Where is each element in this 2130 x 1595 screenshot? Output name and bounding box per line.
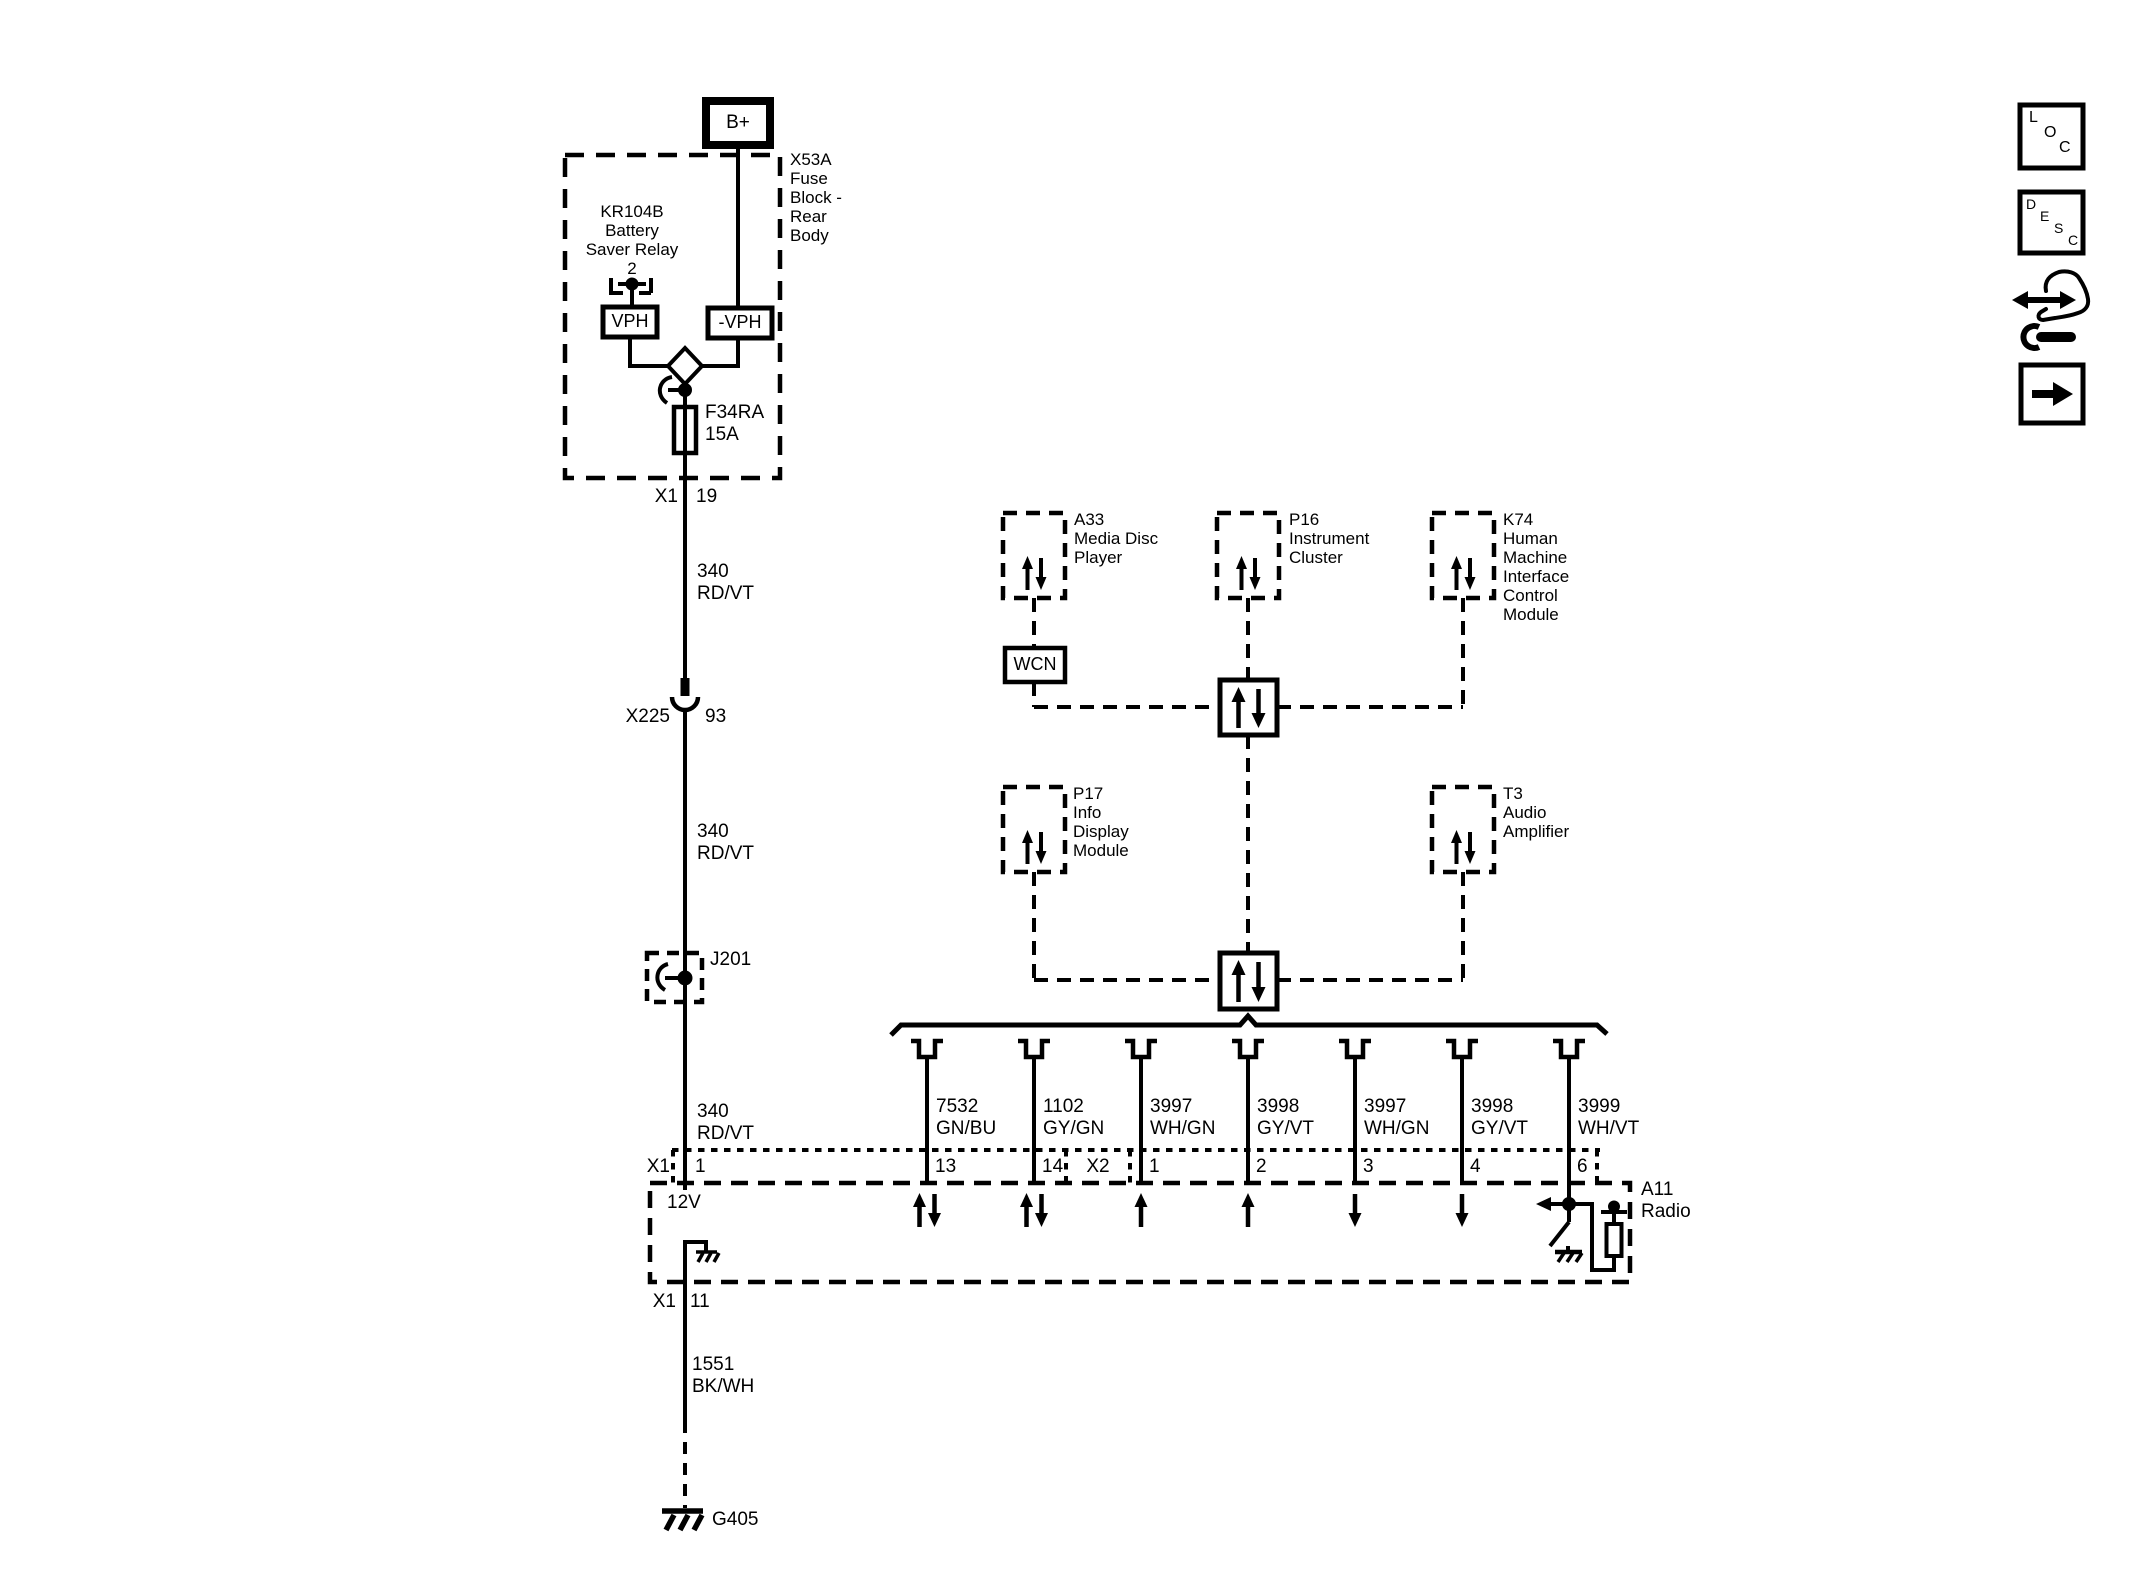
module-k74-label: K74 Human Machine Interface Control Modu… xyxy=(1503,510,1570,624)
vph-terminal-label: VPH xyxy=(611,311,649,332)
fuse-symbol xyxy=(671,384,699,678)
battery-saver-relay-label: KR104B Battery Saver Relay 2 xyxy=(585,202,679,278)
battery-saver-relay-symbol xyxy=(609,277,653,307)
radio-pin1-label: 1 xyxy=(695,1156,706,1177)
bus-pin-label: 14 xyxy=(1042,1156,1064,1177)
battery-positive-label: B+ xyxy=(726,112,750,134)
inline-connector-pin-label: 93 xyxy=(705,706,727,727)
bus-brace xyxy=(889,1012,1609,1037)
loc-button-box[interactable] xyxy=(2017,102,2086,171)
bus-pin-label: 3 xyxy=(1363,1156,1374,1177)
radio-name-label: A11 Radio xyxy=(1641,1179,1691,1222)
inline-connector-x225-symbol xyxy=(669,678,701,713)
radio-pin6-switch-circuit xyxy=(1536,1197,1627,1272)
bus-circuit-label: 3998 GY/VT xyxy=(1471,1096,1529,1139)
radio-internal-ground-symbol xyxy=(683,1240,721,1282)
loc-letter: O xyxy=(2044,124,2057,141)
fuse-block-pin-label: 19 xyxy=(696,486,718,507)
loc-letter: L xyxy=(2029,109,2038,126)
bus-circuit-label: 7532 GN/BU xyxy=(936,1096,997,1139)
desc-letter: D xyxy=(2026,196,2037,212)
radio-pin11-label: 11 xyxy=(690,1291,710,1312)
module-t3-label: T3 Audio Amplifier xyxy=(1503,784,1570,841)
bus-circuit-label: 3999 WH/VT xyxy=(1578,1096,1640,1139)
bus-circuit-label: 3998 GY/VT xyxy=(1257,1096,1315,1139)
data-node-lower xyxy=(1217,950,1280,1012)
module-a33-box xyxy=(1000,510,1068,601)
ground-g405-symbol xyxy=(662,1508,705,1532)
splice-j201-label: J201 xyxy=(710,949,752,970)
wcn-label: WCN xyxy=(1013,654,1057,675)
desc-letter: S xyxy=(2054,220,2064,236)
fuse-block-connector-label: X1 xyxy=(654,486,678,507)
radio-ground-connector-label: X1 xyxy=(652,1291,676,1312)
bus-circuit-label: 3997 WH/GN xyxy=(1364,1096,1430,1139)
loc-letter: C xyxy=(2059,139,2071,156)
wire-340-label-2: 340 RD/VT xyxy=(697,821,754,864)
bus-pin-label: 13 xyxy=(935,1156,957,1177)
ground-wire-1551-label: 1551 BK/WH xyxy=(692,1354,755,1397)
module-p17-label: P17 Info Display Module xyxy=(1073,784,1129,860)
radio-supply-12v-label: 12V xyxy=(667,1192,701,1213)
neg-vph-terminal-label: -VPH xyxy=(718,312,762,333)
bus-pin-label: 6 xyxy=(1577,1156,1588,1177)
radio-connector-x1-label: X1 xyxy=(646,1156,670,1177)
data-node-upper xyxy=(1217,677,1280,738)
bus-pin-label: 4 xyxy=(1470,1156,1481,1177)
splice-j201-symbol xyxy=(644,950,705,1005)
ground-g405-label: G405 xyxy=(712,1509,759,1530)
module-k74-box xyxy=(1429,510,1497,601)
bus-circuit-label: 3997 WH/GN xyxy=(1150,1096,1216,1139)
desc-letter: C xyxy=(2068,232,2079,248)
inline-connector-x225-label: X225 xyxy=(625,706,670,727)
module-p16-box xyxy=(1214,510,1282,601)
bus-circuit-label: 1102 GY/GN xyxy=(1043,1096,1105,1139)
desc-letter: E xyxy=(2040,208,2050,224)
radio-connector-pin-row xyxy=(671,1148,1600,1183)
bus-pin-label: 2 xyxy=(1256,1156,1267,1177)
repair-instructions-icon[interactable] xyxy=(2012,269,2091,351)
module-a33-label: A33 Media Disc Player xyxy=(1074,510,1159,567)
fuse-block-boundary xyxy=(562,152,783,481)
radio-pin-arrows xyxy=(913,1193,1469,1227)
fuse-f34ra-label: F34RA 15A xyxy=(705,402,765,445)
battery-feed-symbol xyxy=(702,97,774,308)
wire-340-label-3: 340 RD/VT xyxy=(697,1101,754,1144)
module-t3-box xyxy=(1429,784,1497,875)
module-p16-label: P16 Instrument Cluster xyxy=(1289,510,1370,567)
module-p17-box xyxy=(1000,784,1068,875)
bus-pin-label: 1 xyxy=(1149,1156,1160,1177)
forward-arrow-button[interactable] xyxy=(2018,362,2086,426)
serial-data-lines xyxy=(1032,598,1465,982)
radio-connector-x2-label: X2 xyxy=(1086,1156,1110,1177)
wire-340-label-1: 340 RD/VT xyxy=(697,561,754,604)
desc-button-box[interactable] xyxy=(2017,189,2086,256)
bus-terminals xyxy=(911,1038,1585,1060)
fuse-block-label: X53A Fuse Block - Rear Body xyxy=(790,150,842,245)
bus-wires xyxy=(925,1057,1571,1204)
